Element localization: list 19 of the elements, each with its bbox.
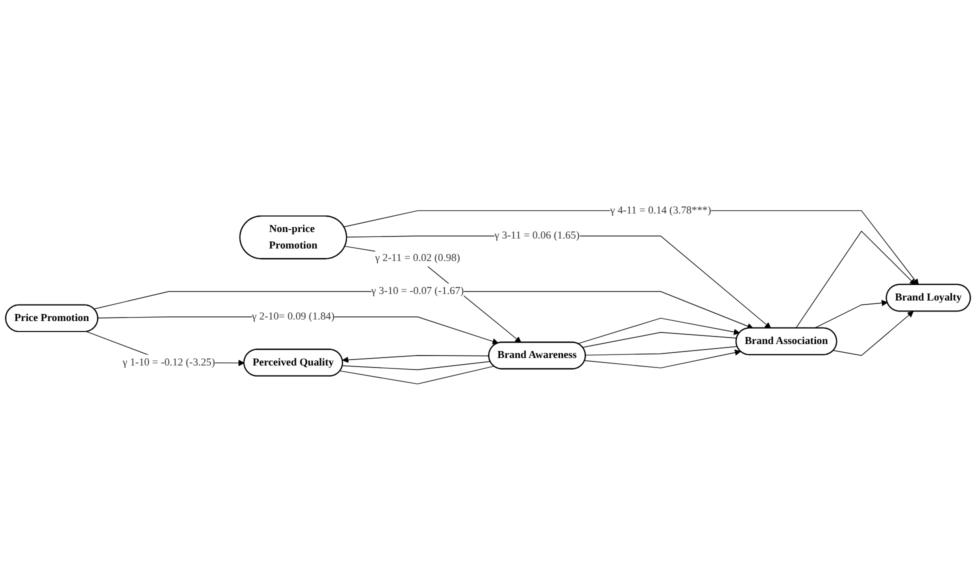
- connector: [342, 360, 491, 370]
- edge-label: γ 1-10 = -0.12 (-3.25): [122, 356, 216, 368]
- arrow: [795, 230, 916, 328]
- arrow: [833, 310, 914, 356]
- arrow: [342, 354, 490, 363]
- arrow: [344, 210, 919, 285]
- edge-label: γ 3-10 = -0.07 (-1.67): [371, 285, 464, 297]
- connector: [582, 332, 738, 348]
- arrow: [94, 290, 754, 329]
- arrow: [584, 349, 741, 368]
- edge-label: γ 3-11 = 0.06 (1.65): [494, 230, 580, 242]
- edge-label: γ 2-11 = 0.02 (0.98): [375, 252, 460, 264]
- connector: [585, 346, 738, 356]
- connector: [340, 366, 494, 384]
- edge-label: γ 2-10= 0.09 (1.84): [252, 310, 335, 322]
- arrow: [577, 318, 740, 344]
- arrow: [346, 235, 772, 328]
- arrow: [344, 246, 522, 342]
- edge-label: γ 4-11 = 0.14 (3.78***): [610, 204, 712, 216]
